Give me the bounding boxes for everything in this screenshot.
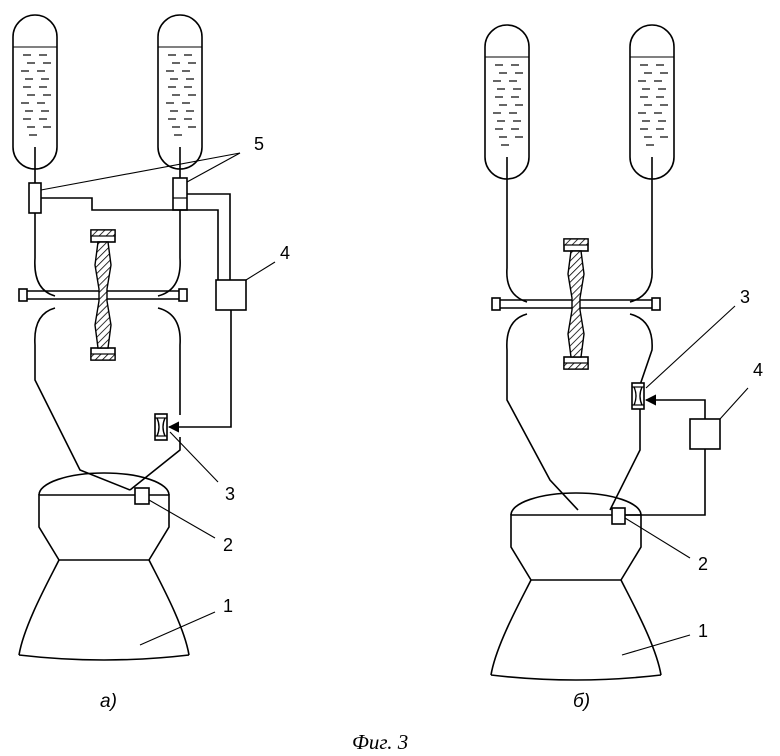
feed-line-right-b xyxy=(610,157,652,510)
regulator-b xyxy=(632,383,644,409)
flowmeter-left-a xyxy=(29,183,41,213)
subfigure-label-a: а) xyxy=(100,691,117,712)
control-line-b xyxy=(646,400,705,419)
label-engine-b: 1 xyxy=(698,621,708,641)
tank-oxidizer-b xyxy=(485,25,529,179)
feed-line-left-b xyxy=(507,157,578,510)
label-controller-b: 4 xyxy=(753,360,763,380)
engine-b xyxy=(491,493,661,680)
label-engine-a: 1 xyxy=(223,596,233,616)
engine-a xyxy=(19,473,189,660)
tank-oxidizer-a xyxy=(13,15,57,169)
label-flowmeter-a: 5 xyxy=(254,134,264,154)
controller-b xyxy=(690,419,720,449)
figure-caption: Фиг. 3 xyxy=(352,730,408,754)
label-regulator-a: 3 xyxy=(225,484,235,504)
tank-fuel-b xyxy=(630,25,674,179)
label-controller-a: 4 xyxy=(280,243,290,263)
signal-line-flowmeters-a xyxy=(41,194,230,280)
controller-a xyxy=(216,280,246,310)
flowmeter-right-a xyxy=(173,178,187,210)
leader-lines-b xyxy=(622,306,748,655)
regulator-a xyxy=(155,414,167,440)
leader-lines-a xyxy=(41,153,275,645)
label-sensor-a: 2 xyxy=(223,535,233,555)
scheme-b: 3 4 2 1 xyxy=(485,25,763,680)
sensor-a xyxy=(135,488,149,504)
label-regulator-b: 3 xyxy=(740,287,750,307)
scheme-a: 5 4 3 2 1 xyxy=(13,15,290,660)
tank-fuel-a xyxy=(158,15,202,169)
label-sensor-b: 2 xyxy=(698,554,708,574)
sensor-b xyxy=(612,508,625,524)
subfigure-label-b: б) xyxy=(573,691,590,712)
turbopump-b xyxy=(492,239,660,369)
